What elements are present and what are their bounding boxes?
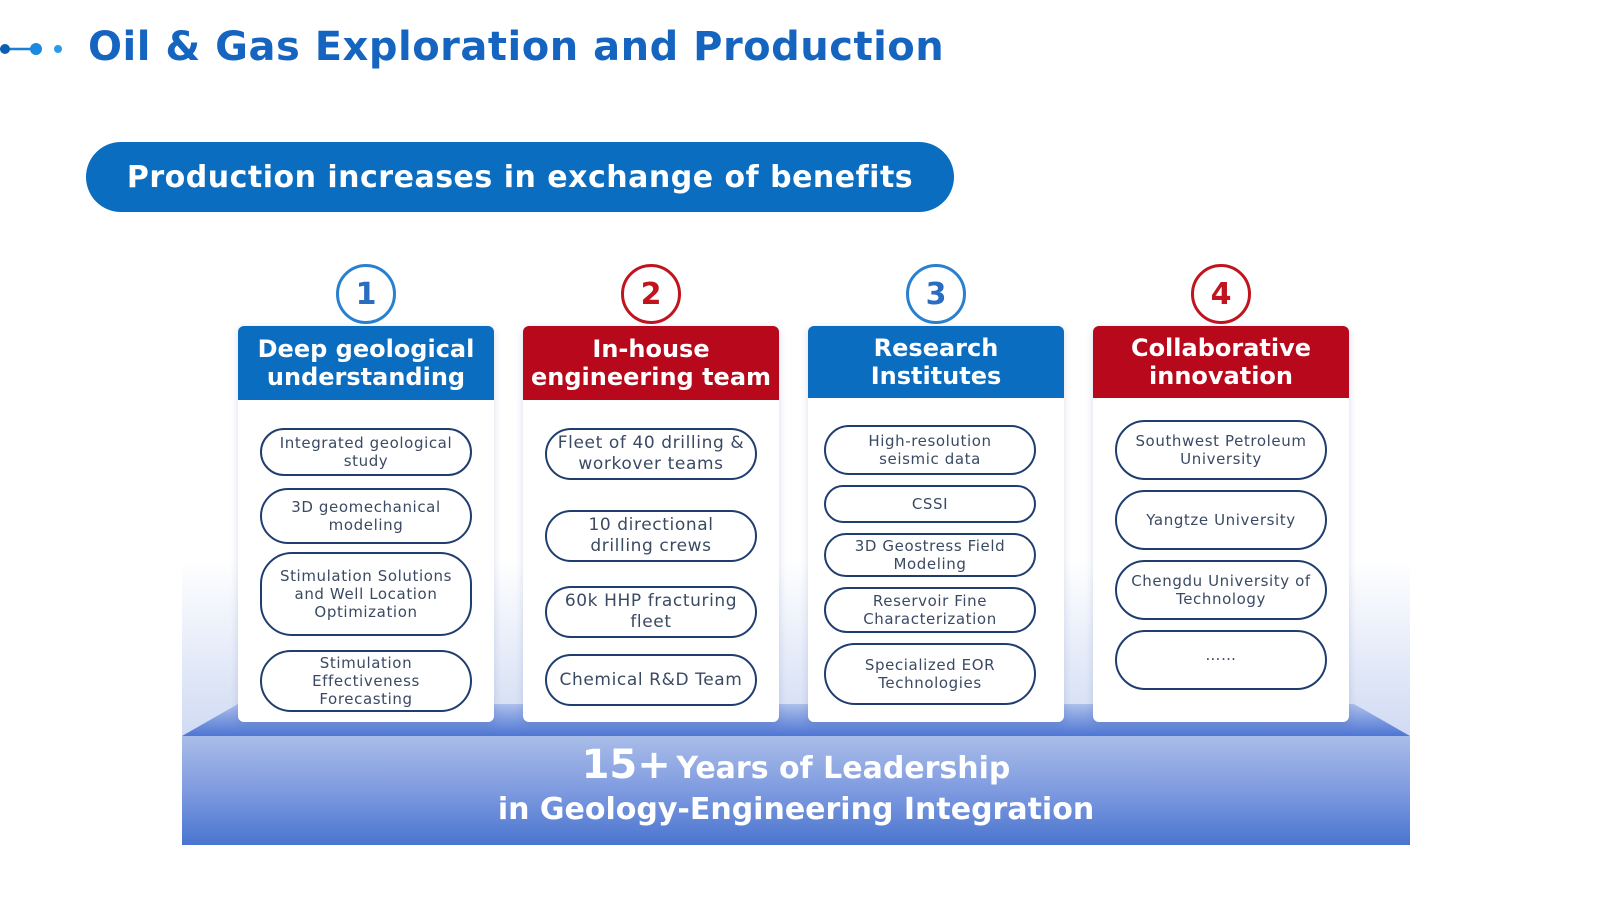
column-title-1: Deep geological understanding [238, 326, 494, 400]
banner: Production increases in exchange of bene… [86, 142, 954, 212]
step-number-4: 4 [1191, 264, 1251, 324]
list-item: 60k HHP fracturing fleet [545, 586, 757, 638]
leadership-years: 15+ [581, 742, 671, 788]
list-item: CSSI [824, 485, 1036, 523]
list-item: 3D Geostress Field Modeling [824, 533, 1036, 577]
list-item: Yangtze University [1115, 490, 1327, 550]
page-title: Oil & Gas Exploration and Production [88, 24, 945, 70]
list-item: Chemical R&D Team [545, 654, 757, 706]
step-number-1: 1 [336, 264, 396, 324]
column-card-1: Deep geological understanding Integrated… [238, 326, 494, 722]
foundation-platform: 15+ Years of Leadership in Geology-Engin… [182, 736, 1410, 845]
column-title-2: In-house engineering team [523, 326, 779, 400]
list-item: Southwest Petroleum University [1115, 420, 1327, 480]
header-dots-icon [0, 43, 62, 55]
column-card-3: Research Institutes High-resolution seis… [808, 326, 1064, 722]
list-item: …… [1115, 630, 1327, 690]
column-card-4: Collaborative innovation Southwest Petro… [1093, 326, 1349, 722]
list-item: Fleet of 40 drilling & workover teams [545, 428, 757, 480]
list-item: Integrated geological study [260, 428, 472, 476]
list-item: Reservoir Fine Characterization [824, 587, 1036, 633]
list-item: High-resolution seismic data [824, 425, 1036, 475]
column-title-4: Collaborative innovation [1093, 326, 1349, 398]
list-item: 3D geomechanical modeling [260, 488, 472, 544]
list-item: Stimulation Solutions and Well Location … [260, 552, 472, 636]
column-title-3: Research Institutes [808, 326, 1064, 398]
column-card-2: In-house engineering team Fleet of 40 dr… [523, 326, 779, 722]
list-item: Specialized EOR Technologies [824, 643, 1036, 705]
leadership-label: Years of Leadership [676, 751, 1011, 786]
leadership-subtitle: in Geology-Engineering Integration [497, 792, 1095, 827]
list-item: Stimulation Effectiveness Forecasting [260, 650, 472, 712]
step-number-3: 3 [906, 264, 966, 324]
step-number-2: 2 [621, 264, 681, 324]
list-item: 10 directional drilling crews [545, 510, 757, 562]
list-item: Chengdu University of Technology [1115, 560, 1327, 620]
